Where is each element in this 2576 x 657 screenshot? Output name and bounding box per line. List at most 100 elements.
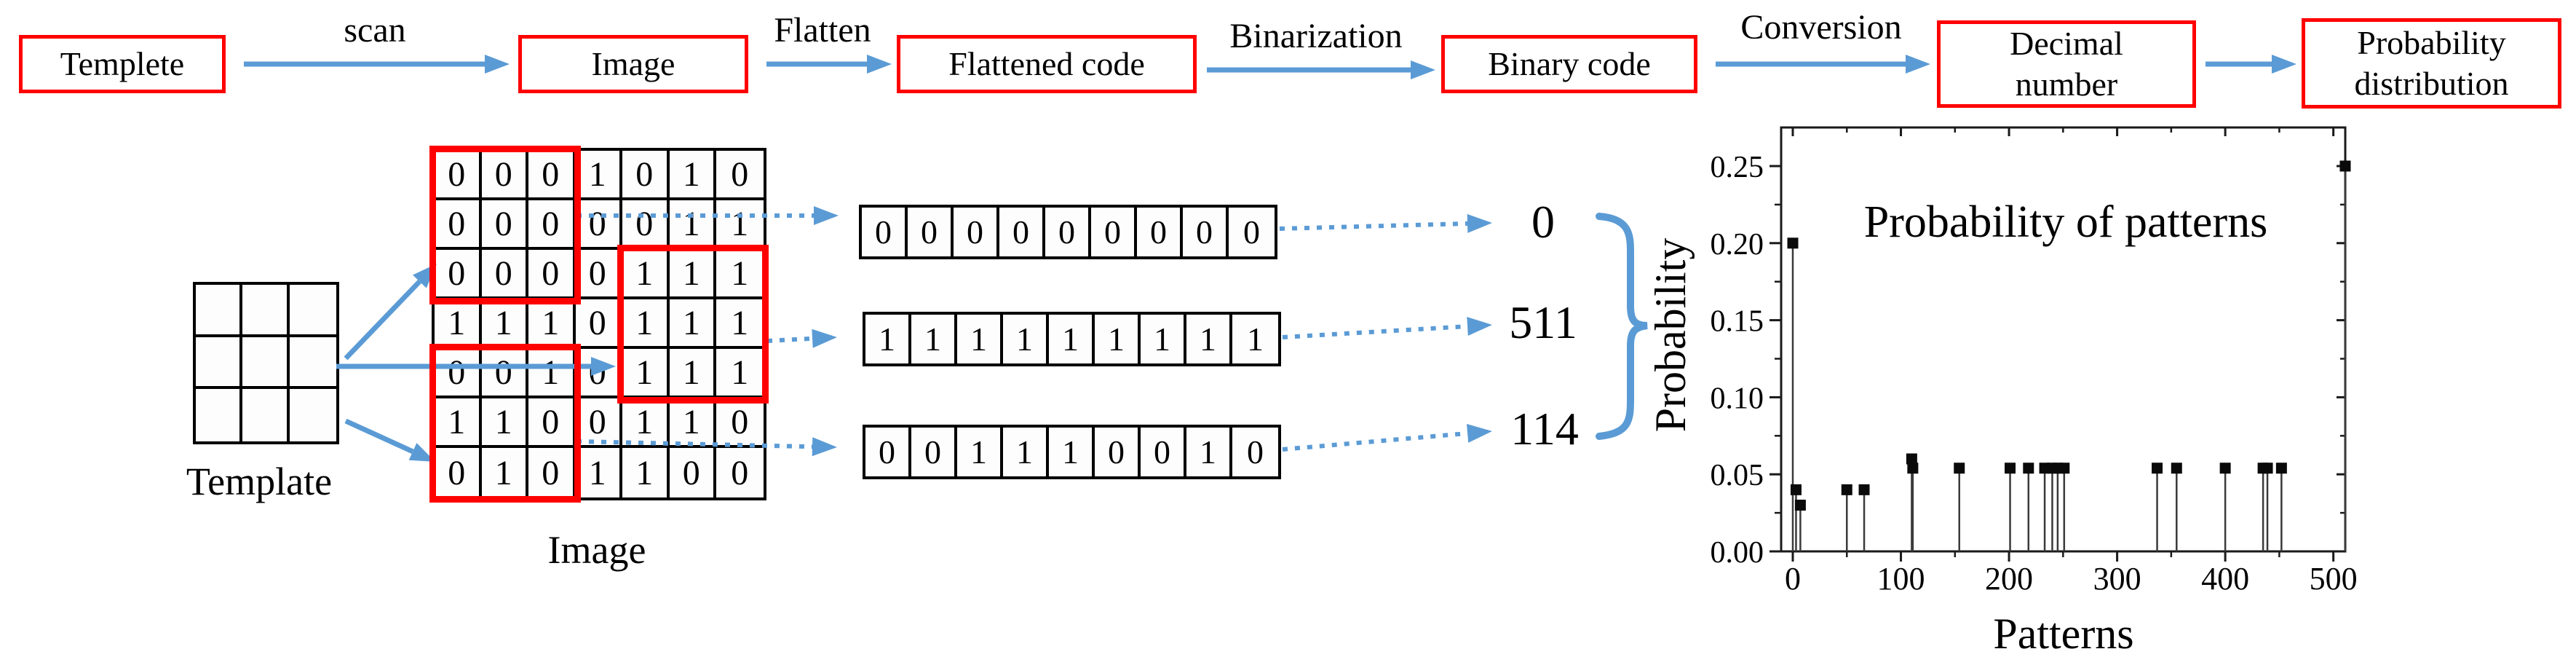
image-grid-cell: 0 xyxy=(716,151,764,200)
template-grid-cell xyxy=(242,337,290,390)
image-grid-cell: 0 xyxy=(528,200,576,250)
image-grid-cell: 1 xyxy=(669,398,716,448)
image-grid: 0001010000001100001111110111001011111001… xyxy=(432,148,766,500)
image-grid-cell: 1 xyxy=(575,151,622,200)
template-scan-arrow-1-line xyxy=(344,280,421,361)
arrow-label-scan: scan xyxy=(344,11,406,50)
flow-box-label: Decimal xyxy=(2010,24,2123,62)
template-grid-cell xyxy=(196,285,243,337)
code-bit-cell: 0 xyxy=(862,208,908,256)
scan-arrow-head-icon xyxy=(485,55,510,74)
code-bit-cell: 0 xyxy=(1232,428,1278,476)
conversion-arrow-head-icon xyxy=(1906,55,1930,74)
code-bit-cell: 1 xyxy=(1003,428,1049,476)
code-bit-cell: 1 xyxy=(1186,315,1232,363)
flow-box-label: Binary code xyxy=(1488,44,1651,82)
image-grid-cell: 1 xyxy=(622,299,670,349)
template-grid-cell xyxy=(289,285,336,337)
image-grid-cell: 0 xyxy=(481,200,528,250)
image-grid-cell: 0 xyxy=(435,250,482,299)
code-bit-cell: 0 xyxy=(1141,428,1186,476)
image-grid-cell: 0 xyxy=(528,151,576,200)
template-grid-cell xyxy=(196,337,243,390)
to-distribution-arrow-head-icon xyxy=(2272,55,2296,74)
image-grid-cell: 0 xyxy=(481,250,528,299)
binarization-arrow-head-icon xyxy=(1411,60,1435,79)
flow-box-label: Templete xyxy=(60,44,185,82)
code-bit-cell: 0 xyxy=(1183,208,1229,256)
template-grid-cell xyxy=(196,389,243,441)
code-bit-cell: 1 xyxy=(1141,315,1186,363)
flow-box-image: Image xyxy=(518,35,748,93)
image-grid-cell: 0 xyxy=(481,151,528,200)
template-scan-arrow-3-head-icon xyxy=(408,443,435,462)
image-grid-cell: 0 xyxy=(575,398,622,448)
flow-box-decimal-number: Decimal number xyxy=(1937,20,2196,108)
code-to-decimal-arrow-1-head-icon xyxy=(1467,213,1492,233)
stem-marker xyxy=(2171,463,2182,474)
stem-marker xyxy=(1790,484,1802,495)
y-tick-label: 0.20 xyxy=(1711,228,1764,261)
image-grid-cell: 0 xyxy=(435,448,482,497)
flow-box-probability-distribution: Probability distribution xyxy=(2302,18,2561,109)
code-bit-cell: 0 xyxy=(865,428,911,476)
stem-marker xyxy=(2339,160,2351,172)
stem-marker xyxy=(1907,463,1919,474)
y-tick-label: 0.00 xyxy=(1711,536,1764,570)
image-grid-cell: 0 xyxy=(435,200,482,250)
stem-marker xyxy=(1954,463,1965,474)
flow-box-templete: Templete xyxy=(19,35,226,93)
image-grid-cell: 0 xyxy=(528,398,576,448)
code-to-decimal-arrow-2-head-icon xyxy=(1467,317,1492,336)
stem-marker xyxy=(1906,453,1917,465)
y-tick-label: 0.25 xyxy=(1711,151,1764,184)
template-scan-arrow-2-head-icon xyxy=(591,357,616,376)
x-tick-label: 0 xyxy=(1785,561,1801,597)
red-highlight-box xyxy=(429,146,581,304)
window-to-code-arrow-2-head-icon xyxy=(812,328,837,348)
code-bit-cell: 0 xyxy=(1091,208,1137,256)
stem-marker xyxy=(2262,463,2273,474)
flow-box-label: Flattened code xyxy=(948,44,1145,82)
window-to-code-arrow-1-head-icon xyxy=(814,206,839,225)
code-bit-cell: 1 xyxy=(957,315,1003,363)
stem-marker xyxy=(2152,463,2163,474)
image-grid-cell: 1 xyxy=(481,448,528,497)
stem-marker xyxy=(1858,484,1870,495)
stem-marker xyxy=(2058,463,2070,474)
image-grid-cell: 1 xyxy=(669,299,716,349)
x-tick-label: 300 xyxy=(2093,561,2141,597)
image-grid-cell: 1 xyxy=(716,349,764,398)
chart-title: Probability of patterns xyxy=(1864,197,2267,247)
image-grid-cell: 1 xyxy=(481,398,528,448)
x-tick-label: 400 xyxy=(2201,561,2249,597)
image-grid-cell: 1 xyxy=(622,349,670,398)
code-bit-cell: 1 xyxy=(1049,428,1095,476)
image-grid-cell: 0 xyxy=(716,448,764,497)
image-grid-cell: 1 xyxy=(622,448,670,497)
code-bit-cell: 1 xyxy=(865,315,911,363)
code-to-decimal-arrow-3-head-icon xyxy=(1467,423,1492,443)
image-grid-cell: 0 xyxy=(622,151,670,200)
stem-marker xyxy=(2023,463,2034,474)
image-grid-cell: 1 xyxy=(622,398,670,448)
image-grid-cell: 1 xyxy=(669,250,716,299)
template-grid-cell xyxy=(289,337,336,390)
image-grid-cell: 0 xyxy=(575,200,622,250)
image-grid-cell: 1 xyxy=(716,299,764,349)
y-tick-label: 0.10 xyxy=(1711,382,1764,415)
image-grid-cell: 1 xyxy=(716,250,764,299)
image-grid-cell: 1 xyxy=(716,200,764,250)
flow-box-flattened-code: Flattened code xyxy=(897,35,1197,93)
image-grid-cell: 0 xyxy=(575,299,622,349)
x-tick-label: 200 xyxy=(1985,561,2033,597)
window-to-code-arrow-3-head-icon xyxy=(812,437,837,457)
code-bit-cell: 0 xyxy=(1137,208,1183,256)
code-bit-cell: 1 xyxy=(911,315,957,363)
flatten-arrow-head-icon xyxy=(867,55,892,74)
x-tick-label: 100 xyxy=(1877,561,1925,597)
image-grid-cell: 0 xyxy=(669,448,716,497)
